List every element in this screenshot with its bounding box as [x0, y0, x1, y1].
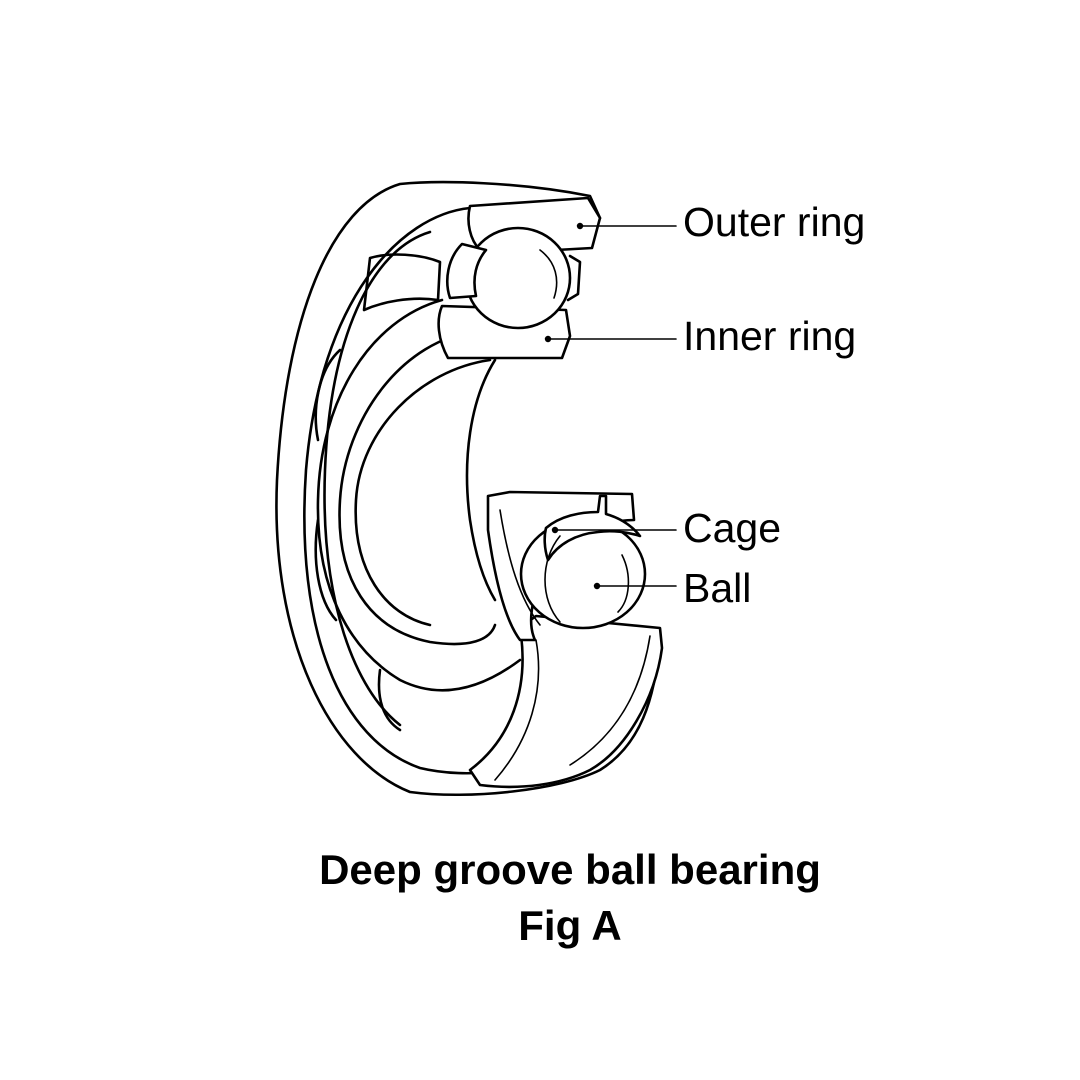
inner-ring-outer-surface — [316, 298, 522, 692]
inner-ring-bore-inner — [354, 358, 492, 627]
inner-ring-dot — [544, 335, 552, 343]
cage-label: Cage — [683, 505, 781, 551]
inner-ring-bore-back — [465, 358, 497, 602]
outer-ring-label: Outer ring — [683, 199, 865, 245]
bearing-drawing — [275, 180, 664, 797]
leader-lines — [547, 225, 677, 587]
leader-dots — [544, 222, 601, 590]
bottom-ball-left — [377, 668, 402, 732]
outer-ring-dot — [576, 222, 584, 230]
bottom-ball — [519, 518, 647, 630]
outer-ring-bottom-section — [468, 614, 664, 789]
caption-title: Deep groove ball bearing — [319, 846, 821, 893]
left-ball-upper — [314, 348, 342, 442]
outer-ring-face-contour — [303, 206, 547, 775]
upper-cage-block — [362, 253, 442, 312]
outer-ring-bottom-inner-line — [494, 639, 540, 781]
bottom-cage-curve — [544, 535, 561, 623]
ball-label: Ball — [683, 565, 751, 611]
outer-ring-bore — [323, 230, 432, 727]
inner-ring-label: Inner ring — [683, 313, 856, 359]
top-ball — [464, 226, 572, 330]
top-cage-left — [446, 242, 488, 300]
caption-figure-number: Fig A — [518, 902, 621, 949]
outer-ring-bottom-face — [569, 635, 651, 766]
top-ball-highlight — [539, 249, 558, 299]
left-ball-lower — [314, 518, 338, 622]
ball-dot — [593, 582, 601, 590]
cage-dot — [551, 526, 559, 534]
outer-ring-outer-edge — [275, 180, 662, 797]
inner-ring-bore-outer — [338, 328, 497, 646]
top-cage-right — [566, 254, 582, 302]
inner-ring-bottom-lip — [499, 509, 541, 626]
